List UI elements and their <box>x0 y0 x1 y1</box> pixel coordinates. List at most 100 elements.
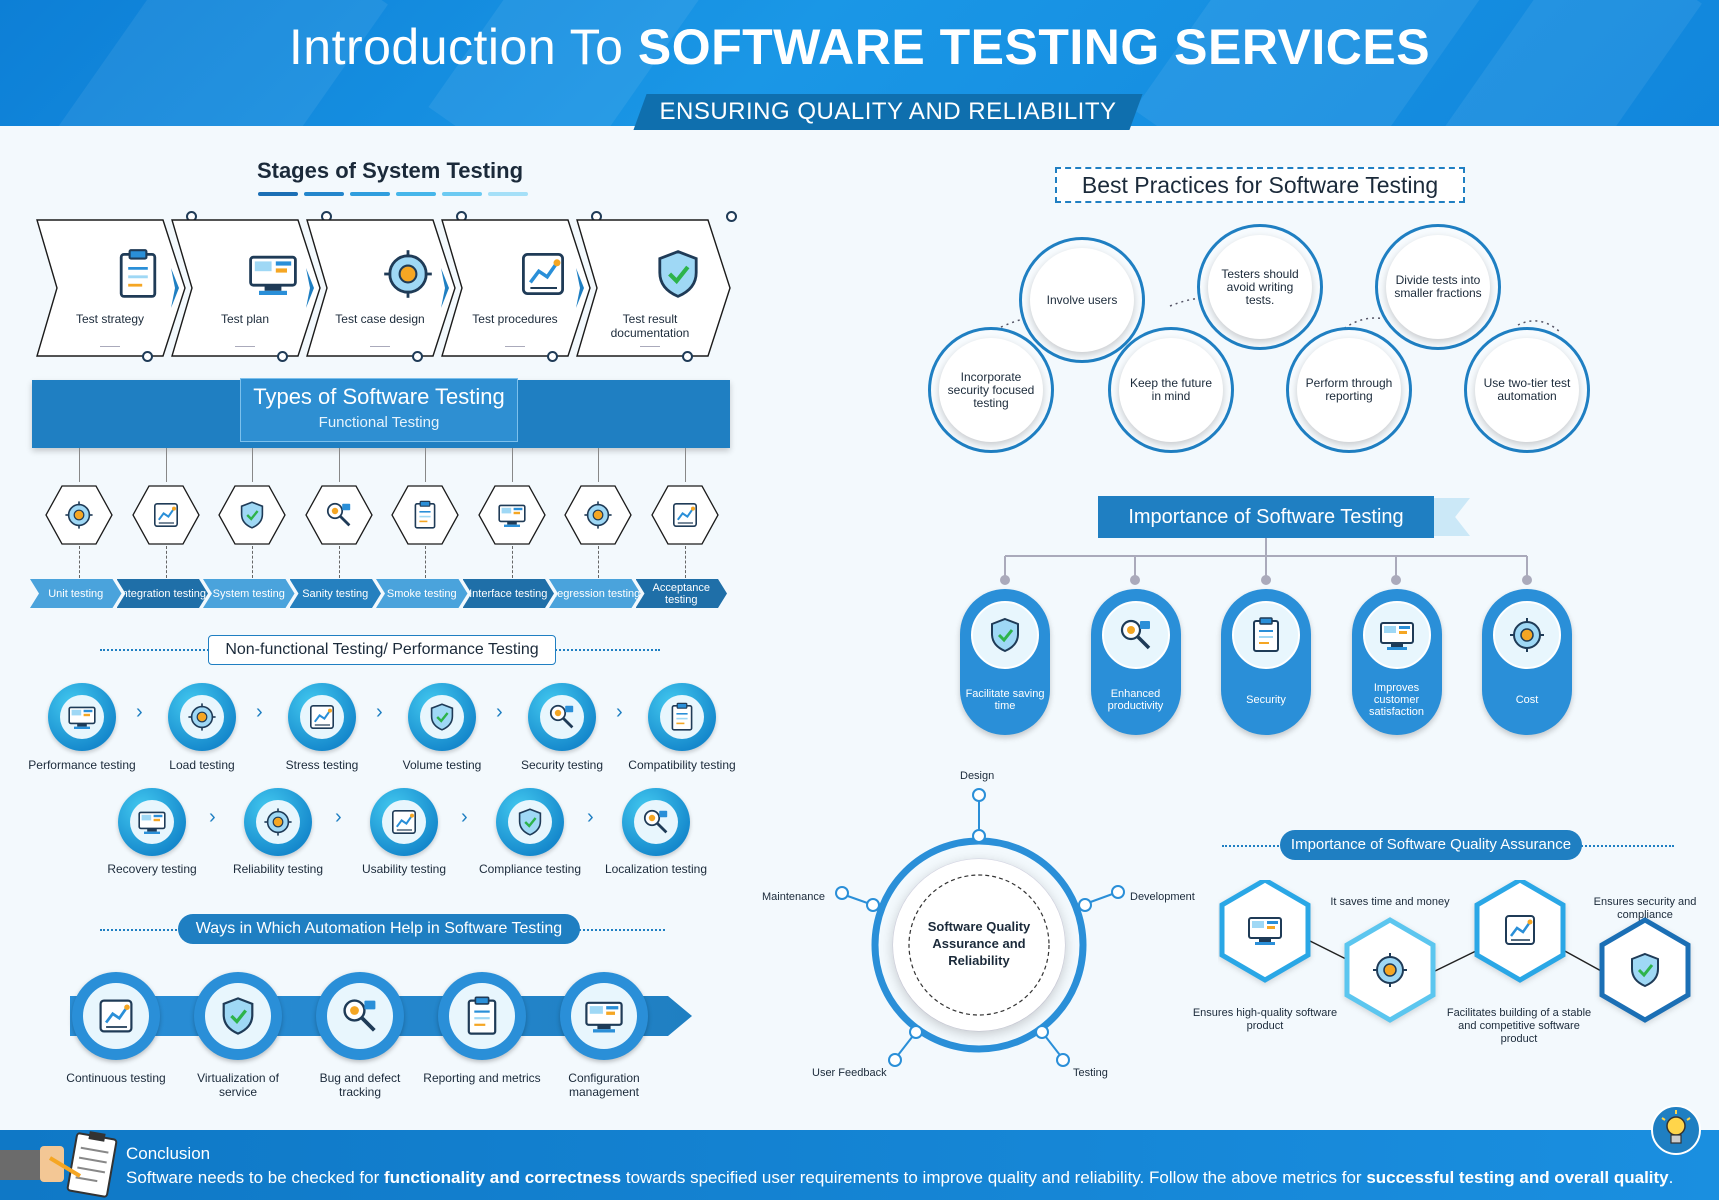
stage-color-bar <box>304 192 344 196</box>
cycle-node-development: Development <box>1130 891 1195 903</box>
stage-dot-bottom <box>412 351 423 362</box>
cycle-center-label: Software Quality Assurance and Reliabili… <box>927 919 1031 968</box>
chevron-right-icon: › <box>256 701 263 723</box>
stage-label: Test strategy <box>75 312 145 326</box>
automation-icon-circle <box>438 972 526 1060</box>
nf-heading: Non-functional Testing/ Performance Test… <box>208 635 556 665</box>
best-practice-circle: Perform through reporting <box>1286 327 1412 453</box>
nf-icon-circle <box>622 788 690 856</box>
nf-icon-circle <box>168 683 236 751</box>
type-label-chevron: Sanity testing <box>290 579 382 608</box>
types-title-box <box>240 378 518 442</box>
nf-icon-inner <box>256 800 300 844</box>
nf-label: Compatibility testing <box>628 758 736 772</box>
importance-heading: Importance of Software Testing <box>1098 496 1434 538</box>
automation-icon-circle <box>194 972 282 1060</box>
type-label: Unit testing <box>48 587 104 600</box>
clipboard-checklist-icon <box>249 255 297 295</box>
type-connector-dashed <box>252 546 253 578</box>
importance-label: Cost <box>1515 694 1539 706</box>
type-connector-dashed <box>338 546 340 578</box>
quality-rocket-icon <box>1248 917 1282 945</box>
stage-label: Test procedures <box>472 312 558 326</box>
qa-icon-wrap <box>1370 950 1410 995</box>
cycle-node-user-feedback: User Feedback <box>812 1067 887 1079</box>
nf-label: Load testing <box>169 758 235 772</box>
conclusion-bold-1: functionality and correctness <box>384 1168 622 1187</box>
regression-cycle-icon <box>584 501 612 529</box>
chevron-right-icon: › <box>496 701 503 723</box>
conclusion-text-3: . <box>1668 1168 1674 1187</box>
importance-icon-circle <box>1101 601 1170 669</box>
chevron-right-icon: › <box>461 806 468 828</box>
stage-color-bar <box>258 192 298 196</box>
automation-icon-inner <box>83 983 149 1049</box>
importance-pill: Facilitate saving time <box>960 589 1050 735</box>
nf-icon-circle <box>528 683 596 751</box>
security-code-shield-icon <box>1253 617 1279 652</box>
stage-dot-bottom <box>547 351 558 362</box>
type-label-chevron: Smoke testing <box>376 579 468 608</box>
type-label-chevron: Acceptance testing <box>636 579 728 608</box>
type-label-chevron: Regression testing <box>549 579 641 608</box>
monitor-design-icon <box>384 250 432 298</box>
best-practices-heading: Best Practices for Software Testing <box>1055 167 1465 203</box>
chevron-right-icon: › <box>209 806 216 828</box>
best-practice-label: Divide tests into smaller fractions <box>1386 235 1490 339</box>
load-gauge-icon <box>188 703 216 731</box>
security-shield-icon <box>549 704 574 729</box>
sanity-gear-icon <box>326 502 350 527</box>
integration-window-icon <box>153 503 178 527</box>
nf-icon-inner <box>420 695 464 739</box>
type-connector <box>425 448 426 482</box>
best-practice-circle: Use two-tier test automation <box>1464 327 1590 453</box>
best-practice-label: Use two-tier test automation <box>1475 338 1579 442</box>
importance-pill: Improves customer satisfaction <box>1351 589 1442 735</box>
importance-label: Facilitate saving time <box>965 688 1045 712</box>
importance-label: Enhanced productivity <box>1107 688 1164 712</box>
type-connector-dashed <box>425 546 426 578</box>
unit-network-icon <box>65 501 93 529</box>
chevron-right-icon: › <box>376 701 383 723</box>
type-icon-wrap <box>669 499 701 536</box>
system-tree-icon <box>240 501 264 529</box>
stage-3: Test case design <box>305 218 456 358</box>
stage-4: Test procedures <box>440 218 591 358</box>
type-connector <box>165 448 167 482</box>
automation-label: Continuous testing <box>66 1071 166 1085</box>
compliance-magnifier-icon <box>518 808 542 836</box>
best-practice-label: Incorporate security focused testing <box>939 338 1043 442</box>
importance-pill: Cost <box>1482 589 1572 735</box>
conclusion-text-2: towards specified user requirements to i… <box>621 1168 1367 1187</box>
time-money-icon <box>1373 953 1407 987</box>
stage-color-bar <box>488 192 528 196</box>
stage-label: Test plan <box>220 312 270 326</box>
nf-label: Usability testing <box>361 862 447 876</box>
conclusion-text: Software needs to be checked for functio… <box>126 1168 1716 1188</box>
automation-label: Configuration management <box>568 1071 640 1099</box>
qa-label: Facilitates building of a stable and com… <box>1446 1007 1592 1045</box>
type-icon-wrap <box>323 499 355 536</box>
reliability-person-icon <box>264 808 292 836</box>
continuous-cycle-icon <box>99 999 133 1033</box>
stage-underline <box>235 346 255 347</box>
type-label: Acceptance testing <box>652 581 710 606</box>
automation-icon-inner <box>449 983 515 1049</box>
acceptance-handshake-icon <box>672 503 697 527</box>
types-subheading: Functional Testing <box>318 414 440 431</box>
metrics-chart-icon <box>467 996 497 1035</box>
productivity-person-icon <box>1120 619 1150 650</box>
nf-icon-circle <box>496 788 564 856</box>
certificate-icon <box>1505 915 1535 945</box>
best-practice-label: Testers should avoid writing tests. <box>1208 235 1312 339</box>
chevron-right-icon: › <box>616 701 623 723</box>
qa-label: Ensures security and compliance <box>1593 896 1697 921</box>
compatibility-devices-icon <box>671 702 693 731</box>
type-label: Sanity testing <box>302 587 369 600</box>
type-connector <box>79 448 80 482</box>
stages-color-bars <box>258 192 528 197</box>
best-practice-label: Keep the future in mind <box>1119 338 1223 442</box>
type-connector-dashed <box>511 546 513 578</box>
nf-icon-inner <box>540 695 584 739</box>
nf-icon-inner <box>634 800 678 844</box>
